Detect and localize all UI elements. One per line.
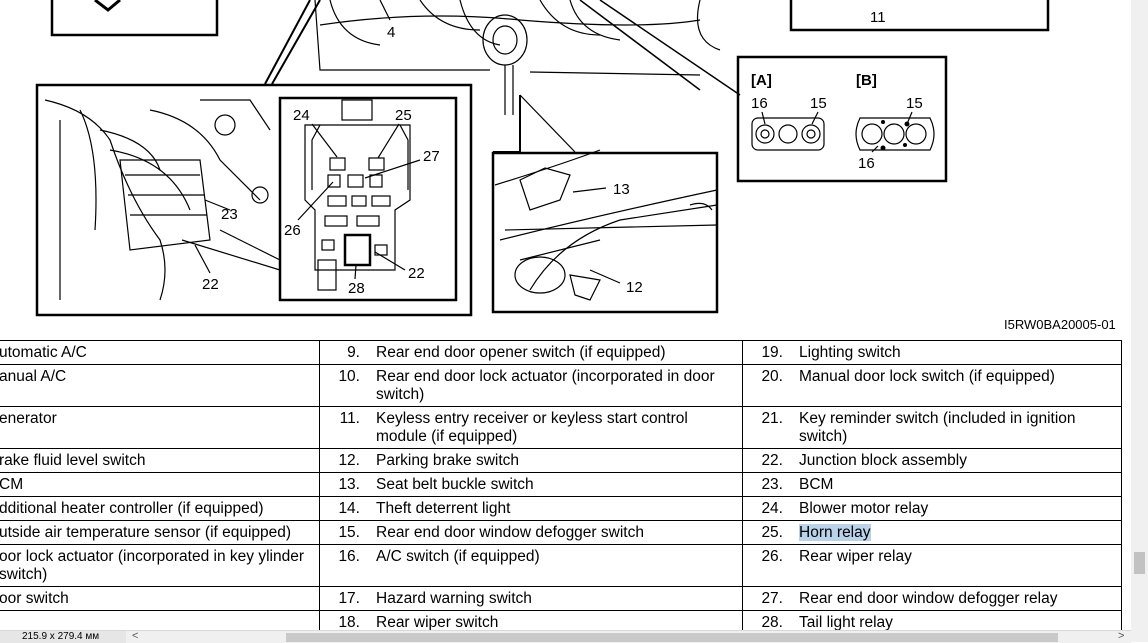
scrollbar-corner bbox=[1131, 630, 1148, 642]
legend-number: 25. bbox=[742, 520, 793, 545]
legend-cell: rake fluid level switch bbox=[0, 448, 320, 473]
legend-text-highlighted: Horn relay bbox=[793, 520, 1122, 545]
legend-text: Rear wiper relay bbox=[793, 544, 1122, 587]
legend-text: Hazard warning switch bbox=[370, 586, 743, 611]
table-row: utside air temperature sensor (if equipp… bbox=[0, 520, 1122, 545]
legend-text: Rear end door window defogger relay bbox=[793, 586, 1122, 611]
legend-number: 12. bbox=[319, 448, 370, 473]
legend-number: 11. bbox=[319, 406, 370, 449]
callout-24: 24 bbox=[293, 107, 310, 124]
legend-number: 24. bbox=[742, 496, 793, 521]
callout-4: 4 bbox=[387, 24, 395, 41]
legend-cell: CM bbox=[0, 472, 320, 497]
legend-number: 23. bbox=[742, 472, 793, 497]
legend-cell: utside air temperature sensor (if equipp… bbox=[0, 520, 320, 545]
vertical-scroll-thumb[interactable] bbox=[1134, 552, 1145, 574]
legend-number: 28. bbox=[742, 610, 793, 630]
legend-number: 18. bbox=[319, 610, 370, 630]
legend-cell: anual A/C bbox=[0, 364, 320, 407]
status-bar: 215.9 x 279.4 мм < > bbox=[0, 630, 1131, 643]
callout-22: 22 bbox=[202, 276, 219, 293]
callout-13: 13 bbox=[613, 181, 630, 198]
callout-22-inset: 22 bbox=[408, 265, 425, 282]
connector-b-label: [B] bbox=[856, 72, 877, 89]
document-viewport: 4 11 23 22 24 25 27 26 22 28 13 12 [A] [… bbox=[0, 0, 1122, 630]
legend-cell: utomatic A/C bbox=[0, 340, 320, 365]
legend-text: Rear end door opener switch (if equipped… bbox=[370, 340, 743, 365]
wiring-diagram-figure: 4 11 23 22 24 25 27 26 22 28 13 12 [A] [… bbox=[35, 0, 1050, 317]
callout-b-15: 15 bbox=[906, 95, 923, 112]
legend-number: 9. bbox=[319, 340, 370, 365]
legend-text: Manual door lock switch (if equipped) bbox=[793, 364, 1122, 407]
figure-id: I5RW0BA20005-01 bbox=[1004, 317, 1116, 332]
scroll-left-arrow-icon[interactable]: < bbox=[132, 630, 139, 642]
legend-number: 19. bbox=[742, 340, 793, 365]
legend-number: 13. bbox=[319, 472, 370, 497]
callout-25: 25 bbox=[395, 107, 412, 124]
legend-text: Lighting switch bbox=[793, 340, 1122, 365]
legend-number: 10. bbox=[319, 364, 370, 407]
vertical-scrollbar[interactable] bbox=[1131, 0, 1148, 630]
legend-number: 17. bbox=[319, 586, 370, 611]
callout-12: 12 bbox=[626, 279, 643, 296]
legend-text: Keyless entry receiver or keyless start … bbox=[370, 406, 743, 449]
legend-text: BCM bbox=[793, 472, 1122, 497]
legend-number: 15. bbox=[319, 520, 370, 545]
legend-cell: oor lock actuator (incorporated in key y… bbox=[0, 544, 320, 587]
table-row: oor lock actuator (incorporated in key y… bbox=[0, 544, 1122, 587]
legend-text: Rear end door lock actuator (incorporate… bbox=[370, 364, 743, 407]
legend-number: 22. bbox=[742, 448, 793, 473]
connector-a-label: [A] bbox=[751, 72, 772, 89]
table-row: dditional heater controller (if equipped… bbox=[0, 496, 1122, 521]
legend-text: A/C switch (if equipped) bbox=[370, 544, 743, 587]
legend-cell: oor switch bbox=[0, 586, 320, 611]
callout-b-16: 16 bbox=[858, 155, 875, 172]
legend-text: Key reminder switch (included in ignitio… bbox=[793, 406, 1122, 449]
paper-size-label: 215.9 x 279.4 мм bbox=[0, 631, 126, 643]
callout-27: 27 bbox=[423, 148, 440, 165]
legend-text: Junction block assembly bbox=[793, 448, 1122, 473]
callout-a-15: 15 bbox=[810, 95, 827, 112]
legend-text: Blower motor relay bbox=[793, 496, 1122, 521]
legend-number: 27. bbox=[742, 586, 793, 611]
horizontal-scroll-thumb[interactable] bbox=[286, 633, 1058, 642]
legend-text: Seat belt buckle switch bbox=[370, 472, 743, 497]
callout-11: 11 bbox=[870, 9, 886, 26]
legend-number: 14. bbox=[319, 496, 370, 521]
legend-number: 16. bbox=[319, 544, 370, 587]
legend-number: 26. bbox=[742, 544, 793, 587]
callout-a-16: 16 bbox=[751, 95, 768, 112]
selected-text-highlight[interactable]: Horn relay bbox=[799, 524, 871, 541]
legend-number: 20. bbox=[742, 364, 793, 407]
legend-text: Tail light relay bbox=[793, 610, 1122, 630]
scroll-right-arrow-icon[interactable]: > bbox=[1118, 630, 1125, 642]
callout-26: 26 bbox=[284, 222, 301, 239]
legend-text: Parking brake switch bbox=[370, 448, 743, 473]
legend-text: Rear end door window defogger switch bbox=[370, 520, 743, 545]
legend-cell: dditional heater controller (if equipped… bbox=[0, 496, 320, 521]
legend-text: Theft deterrent light bbox=[370, 496, 743, 521]
legend-number: 21. bbox=[742, 406, 793, 449]
callout-28: 28 bbox=[348, 280, 365, 297]
legend-text: Rear wiper switch bbox=[370, 610, 743, 630]
legend-cell bbox=[0, 610, 320, 630]
callout-23: 23 bbox=[221, 206, 238, 223]
legend-cell: enerator bbox=[0, 406, 320, 449]
